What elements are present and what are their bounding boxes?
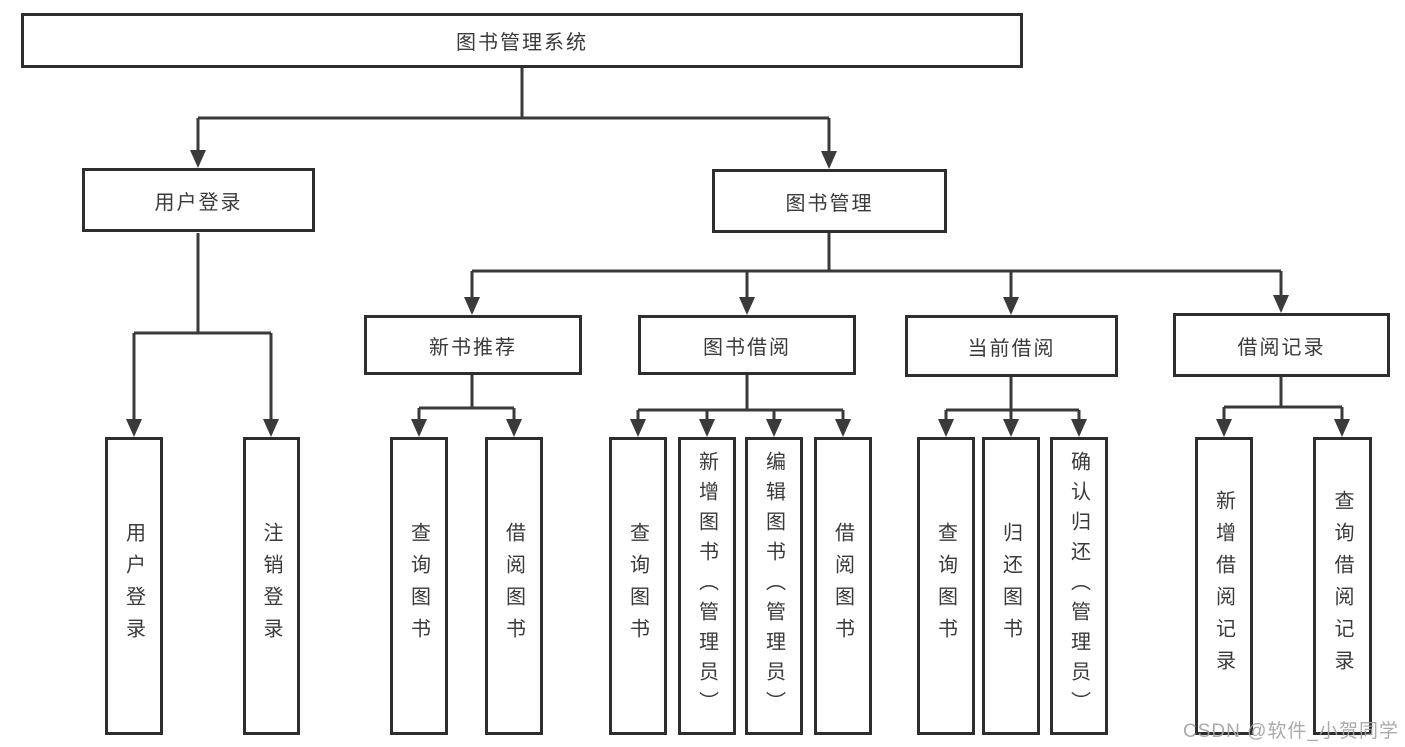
leaf-query-book: 查询图书 — [390, 437, 448, 735]
leaf-borrow-book: 借阅图书 — [814, 437, 872, 735]
node-new-book-recommend-label: 新书推荐 — [429, 336, 517, 359]
leaf-return-book: 归还图书 — [982, 437, 1040, 735]
leaf-edit-book-admin: 编辑图书（管理员） — [745, 437, 803, 735]
node-new-book-recommend: 新书推荐 — [364, 315, 582, 375]
node-user-login-label: 用户登录 — [154, 191, 243, 214]
node-book-borrowing: 图书借阅 — [638, 315, 856, 375]
leaf-confirm-return-admin: 确认归还（管理员） — [1050, 437, 1108, 735]
connector-userlogin-to-leaves — [132, 233, 273, 421]
leaf-query-book: 查询图书 — [917, 437, 975, 735]
connector-borrowing-to-leaves — [636, 375, 845, 421]
leaf-logout-login: 注销登录 — [243, 437, 300, 735]
connector-records-to-leaves — [1222, 377, 1344, 421]
node-borrowing-records-label: 借阅记录 — [1237, 336, 1326, 359]
arrowheads — [126, 150, 1350, 437]
node-book-management: 图书管理 — [712, 169, 947, 233]
node-current-borrowing: 当前借阅 — [905, 315, 1118, 377]
node-borrowing-records: 借阅记录 — [1173, 313, 1390, 377]
leaf-user-login: 用户登录 — [105, 437, 163, 735]
leaf-query-book: 查询图书 — [609, 437, 667, 735]
leaf-query-borrow-record: 查询借阅记录 — [1313, 437, 1372, 735]
leaf-add-borrow-record: 新增借阅记录 — [1195, 437, 1253, 735]
node-user-login: 用户登录 — [82, 168, 315, 232]
node-book-management-label: 图书管理 — [785, 192, 874, 215]
node-current-borrowing-label: 当前借阅 — [967, 337, 1056, 360]
connector-newbook-to-leaves — [417, 375, 516, 421]
node-book-borrowing-label: 图书借阅 — [703, 336, 791, 359]
connector-bookmgmt-to-level3 — [470, 233, 1283, 299]
node-root-system: 图书管理系统 — [21, 13, 1023, 68]
connector-current-to-leaves — [944, 377, 1081, 421]
csdn-watermark: CSDN @软件_小贺同学 — [1183, 721, 1399, 742]
leaf-borrow-book: 借阅图书 — [485, 437, 543, 735]
connector-root-to-level2 — [196, 68, 831, 153]
leaf-add-book-admin: 新增图书（管理员） — [678, 437, 736, 735]
node-root-label: 图书管理系统 — [456, 32, 588, 54]
